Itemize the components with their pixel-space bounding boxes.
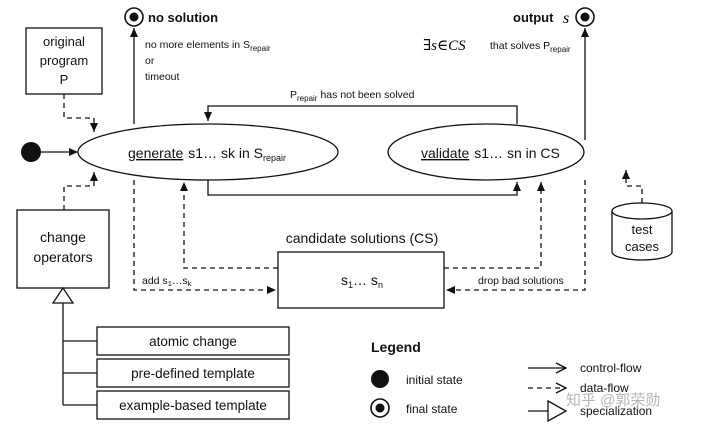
data-flow-arrow bbox=[622, 170, 643, 203]
watermark: 知乎 @郭荣勋 bbox=[566, 392, 660, 409]
data-flow-arrow bbox=[63, 172, 98, 210]
data-flow-arrow bbox=[180, 182, 278, 269]
data-flow-arrow bbox=[446, 180, 586, 294]
pre-defined-template-label: pre-defined template bbox=[131, 366, 255, 381]
legend-specialization: specialization bbox=[580, 404, 652, 418]
test-cases-line2: cases bbox=[625, 239, 659, 254]
legend-specialization-icon bbox=[547, 399, 568, 423]
change-operators-box bbox=[16, 209, 110, 289]
output-label: output bbox=[513, 10, 554, 25]
control-flow-arrow bbox=[204, 105, 518, 124]
test-cases-store bbox=[611, 202, 673, 261]
add-label: add s1…sk bbox=[142, 275, 192, 288]
final-state-output bbox=[575, 7, 595, 27]
no-more-elements-note: no more elements in Srepair bbox=[145, 39, 271, 53]
pre-defined-template-box bbox=[96, 358, 290, 388]
legend-final-state: final state bbox=[406, 402, 458, 416]
timeout-note: timeout bbox=[145, 71, 180, 83]
original-program-line2: program bbox=[40, 53, 88, 68]
specialization-icon bbox=[51, 286, 75, 304]
initial-state-legend-icon bbox=[371, 370, 389, 388]
data-flow-arrow bbox=[133, 180, 276, 294]
validate-node bbox=[387, 123, 585, 181]
example-based-template-label: example-based template bbox=[119, 398, 267, 413]
control-flow-arrow bbox=[207, 180, 521, 196]
no-solution-label: no solution bbox=[148, 10, 218, 25]
original-program-line1: original bbox=[43, 34, 85, 49]
atomic-change-label: atomic change bbox=[149, 334, 237, 349]
candidate-solutions-title: candidate solutions (CS) bbox=[286, 230, 439, 246]
legend-control-flow: control-flow bbox=[580, 361, 642, 375]
atomic-change-box bbox=[96, 326, 290, 356]
or-note: or bbox=[145, 55, 155, 67]
candidate-solutions-box bbox=[277, 251, 445, 309]
data-flow-arrow bbox=[63, 94, 98, 132]
change-operators-line2: operators bbox=[33, 249, 92, 265]
candidate-solutions-content: s1… sn bbox=[341, 272, 383, 290]
initial-state-icon bbox=[21, 142, 41, 162]
drop-label: drop bad solutions bbox=[478, 275, 564, 287]
original-program-line3: P bbox=[60, 72, 69, 87]
legend-initial-state: initial state bbox=[406, 373, 463, 387]
example-based-template-box bbox=[96, 390, 290, 420]
change-operators-line1: change bbox=[40, 229, 86, 245]
legend-title: Legend bbox=[371, 339, 421, 355]
exists-formula: ∃s∈CS bbox=[423, 38, 466, 54]
solves-note: that solves Prepair bbox=[490, 40, 571, 54]
data-flow-arrow bbox=[444, 182, 545, 269]
final-state-no-solution bbox=[124, 7, 144, 27]
test-cases-line1: test bbox=[632, 222, 653, 237]
legend-data-flow: data-flow bbox=[580, 381, 629, 395]
output-var: s bbox=[563, 10, 569, 27]
